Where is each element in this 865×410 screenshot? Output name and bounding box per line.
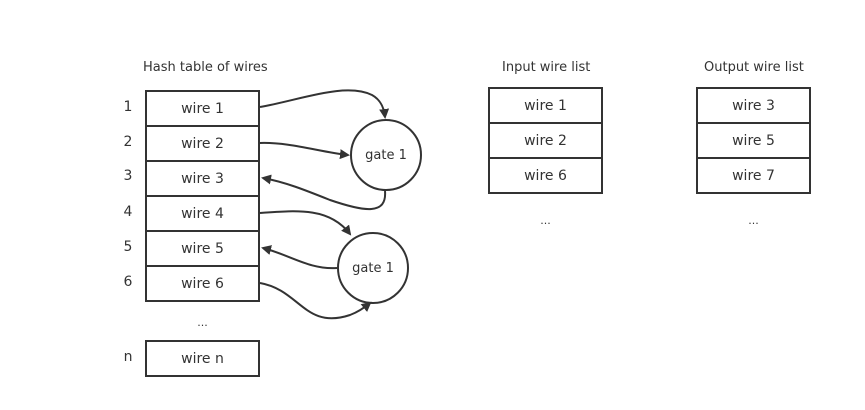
hash-cell-wire-n: wire n: [145, 340, 260, 377]
arrow-wire4-to-gate2: [259, 210, 352, 236]
input-list-title: Input wire list: [502, 60, 591, 75]
row-index-n: n: [123, 349, 133, 365]
arrow-wire1-to-gate1: [259, 89, 390, 119]
row-index-1: 1: [123, 99, 133, 115]
hash-cell-wire-1: wire 1: [145, 90, 260, 127]
arrow-wire6-to-gate2: [259, 282, 372, 320]
row-index-3: 3: [123, 168, 133, 184]
input-list-ellipsis: ...: [540, 214, 551, 227]
output-list-item-1: wire 3: [696, 87, 811, 124]
arrow-gate1-to-wire3: [261, 174, 387, 210]
output-list-item-2: wire 5: [696, 122, 811, 159]
row-index-2: 2: [123, 134, 133, 150]
hash-cell-wire-3: wire 3: [145, 160, 260, 197]
row-index-6: 6: [123, 274, 133, 290]
row-index-5: 5: [123, 239, 133, 255]
arrow-wire2-to-gate1: [259, 141, 350, 160]
hash-cell-wire-6: wire 6: [145, 265, 260, 302]
hash-cell-wire-4: wire 4: [145, 195, 260, 232]
row-index-4: 4: [123, 204, 133, 220]
output-list-item-3: wire 7: [696, 157, 811, 194]
gate-node-1: gate 1: [350, 119, 422, 191]
input-list-item-3: wire 6: [488, 157, 603, 194]
hash-table-ellipsis: ...: [197, 316, 208, 329]
hash-table-title: Hash table of wires: [143, 60, 268, 75]
input-list-item-1: wire 1: [488, 87, 603, 124]
gate-node-2: gate 1: [337, 232, 409, 304]
arrow-gate2-to-wire5: [261, 245, 338, 270]
output-list-title: Output wire list: [704, 60, 804, 75]
input-list-item-2: wire 2: [488, 122, 603, 159]
output-list-ellipsis: ...: [748, 214, 759, 227]
hash-cell-wire-5: wire 5: [145, 230, 260, 267]
